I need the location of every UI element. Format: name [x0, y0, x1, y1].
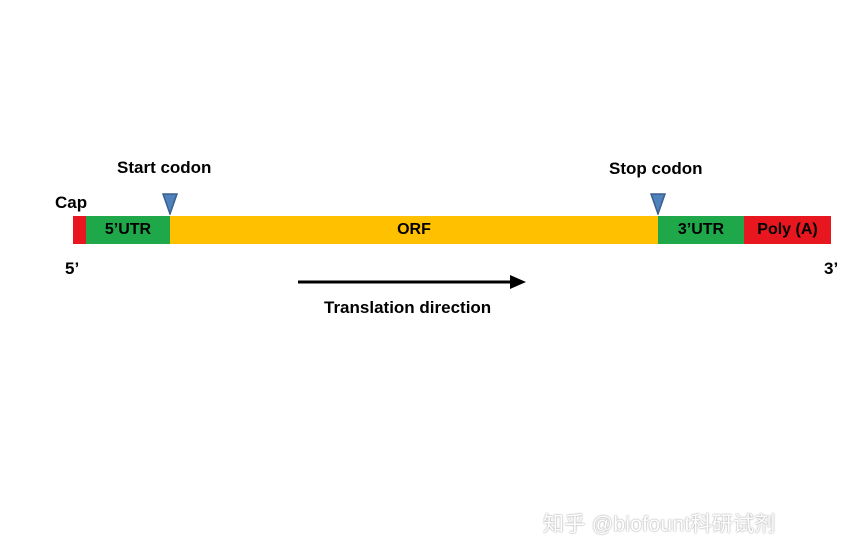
polya-segment: Poly (A) [744, 216, 831, 244]
start-codon-marker-icon [162, 193, 178, 215]
stop-codon-label: Stop codon [609, 159, 703, 178]
watermark: 知乎 @biofount科研试剂 [543, 513, 776, 536]
orf-segment: ORF [170, 216, 658, 244]
stop-codon-marker-icon [650, 193, 666, 215]
translation-direction-label: Translation direction [324, 298, 492, 317]
utr5-segment: 5’UTR [86, 216, 170, 244]
utr3-segment: 3’UTR [658, 216, 744, 244]
three-prime-label: 3’ [824, 259, 839, 278]
cap-label: Cap [55, 193, 88, 212]
five-prime-label: 5’ [65, 259, 80, 278]
translation-direction-arrow-icon [298, 275, 526, 289]
start-codon-label: Start codon [117, 158, 212, 177]
cap-segment [73, 216, 86, 244]
